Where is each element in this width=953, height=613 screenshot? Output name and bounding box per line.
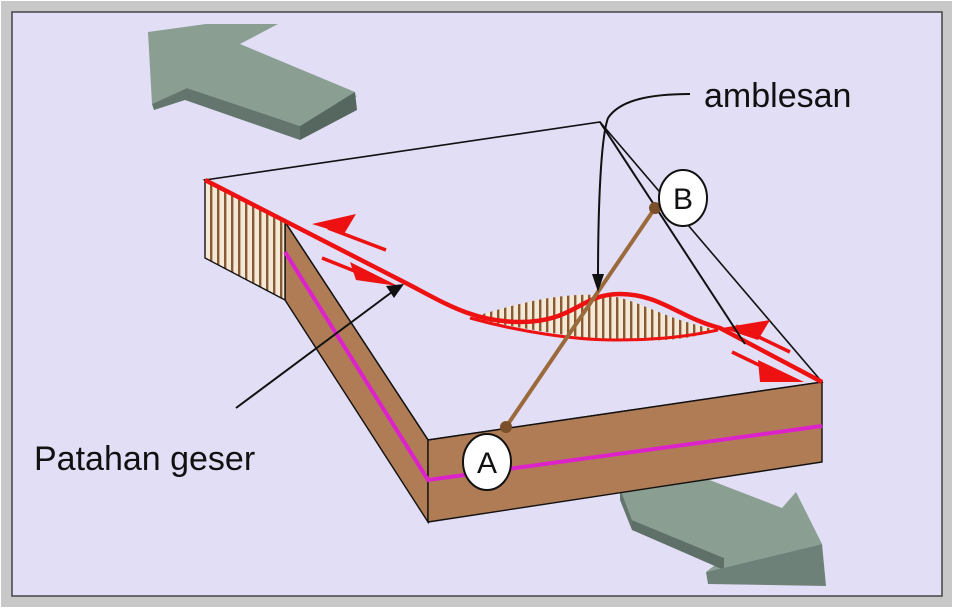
shear-arrow-icon	[312, 214, 387, 252]
plate-motion-arrow-icon	[620, 464, 826, 586]
point-b-marker	[649, 202, 661, 214]
subsidence-leader	[592, 93, 691, 292]
survey-line-ab	[504, 206, 657, 429]
shear-arrow-icon	[722, 320, 791, 354]
fault-label: Patahan geser	[34, 440, 255, 478]
point-b-text: B	[673, 183, 693, 216]
point-b-label: B	[658, 169, 708, 227]
shear-arrow-icon	[731, 350, 804, 382]
point-a-text: A	[477, 447, 497, 480]
point-a-label: A	[462, 433, 512, 491]
shear-arrow-icon	[321, 256, 398, 286]
subsidence-basin	[470, 294, 718, 341]
subsidence-label: amblesan	[704, 77, 851, 115]
point-a-marker	[500, 421, 512, 433]
offset-marker-line	[283, 250, 823, 483]
basin-edge	[469, 316, 719, 342]
back-edge-line	[599, 121, 746, 345]
fault-trace	[203, 177, 824, 384]
plate-motion-arrow-icon	[148, 24, 357, 140]
fault-leader	[235, 284, 404, 409]
